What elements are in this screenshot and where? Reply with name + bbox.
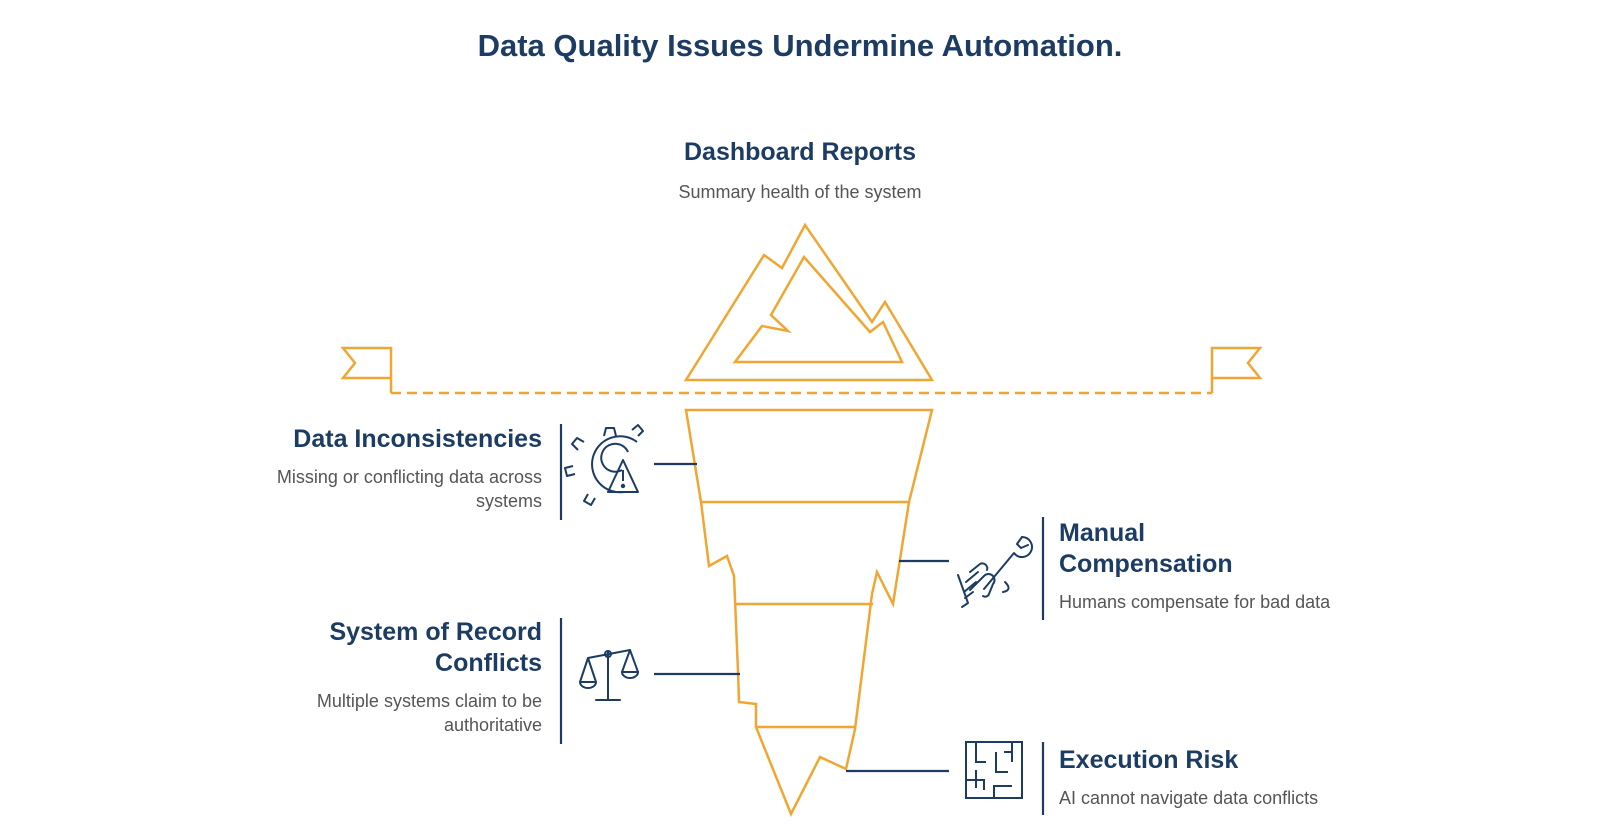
execution-risk-label: Execution Risk AI cannot navigate data c… xyxy=(1059,745,1389,810)
manual-compensation-label: Manual Compensation Humans compensate fo… xyxy=(1059,518,1389,614)
heading-line: Conflicts xyxy=(435,649,542,677)
description-line: Multiple systems claim to be xyxy=(316,691,542,711)
dashboard-reports-description: Summary health of the system xyxy=(678,182,922,202)
system-of-record-conflicts-heading: System of Record Conflicts xyxy=(222,617,542,679)
description-line: authoritative xyxy=(443,715,542,735)
system-of-record-conflicts-description: Multiple systems claim to be authoritati… xyxy=(222,689,542,737)
manual-compensation-description: Humans compensate for bad data xyxy=(1059,592,1331,612)
execution-risk-description: AI cannot navigate data conflicts xyxy=(1059,788,1319,808)
data-inconsistencies-label: Data Inconsistencies Missing or conflict… xyxy=(222,424,542,513)
maze-icon xyxy=(965,741,1023,799)
description-line: Missing or conflicting data across xyxy=(276,467,542,487)
iceberg-tip-outer xyxy=(683,222,935,382)
right-flag xyxy=(1210,346,1263,393)
description-line: systems xyxy=(475,491,542,511)
manual-compensation-heading: Manual Compensation xyxy=(1059,518,1389,580)
dashboard-reports-heading: Dashboard Reports xyxy=(684,138,916,166)
hand-wrench-icon xyxy=(957,536,1033,608)
heading-line: Manual xyxy=(1059,519,1146,547)
iceberg-base xyxy=(684,408,934,818)
left-flag xyxy=(340,346,393,393)
iceberg-tip-inner xyxy=(732,254,904,364)
data-inconsistencies-description: Missing or conflicting data across syste… xyxy=(222,465,542,513)
heading-line: Compensation xyxy=(1059,550,1233,578)
data-inconsistencies-heading: Data Inconsistencies xyxy=(293,425,542,453)
execution-risk-heading: Execution Risk xyxy=(1059,746,1239,774)
scales-icon xyxy=(579,649,639,701)
gear-warning-icon xyxy=(564,424,644,506)
diagram-title: Data Quality Issues Undermine Automation… xyxy=(477,28,1123,63)
system-of-record-conflicts-label: System of Record Conflicts Multiple syst… xyxy=(222,617,542,737)
heading-line: System of Record xyxy=(329,618,542,646)
